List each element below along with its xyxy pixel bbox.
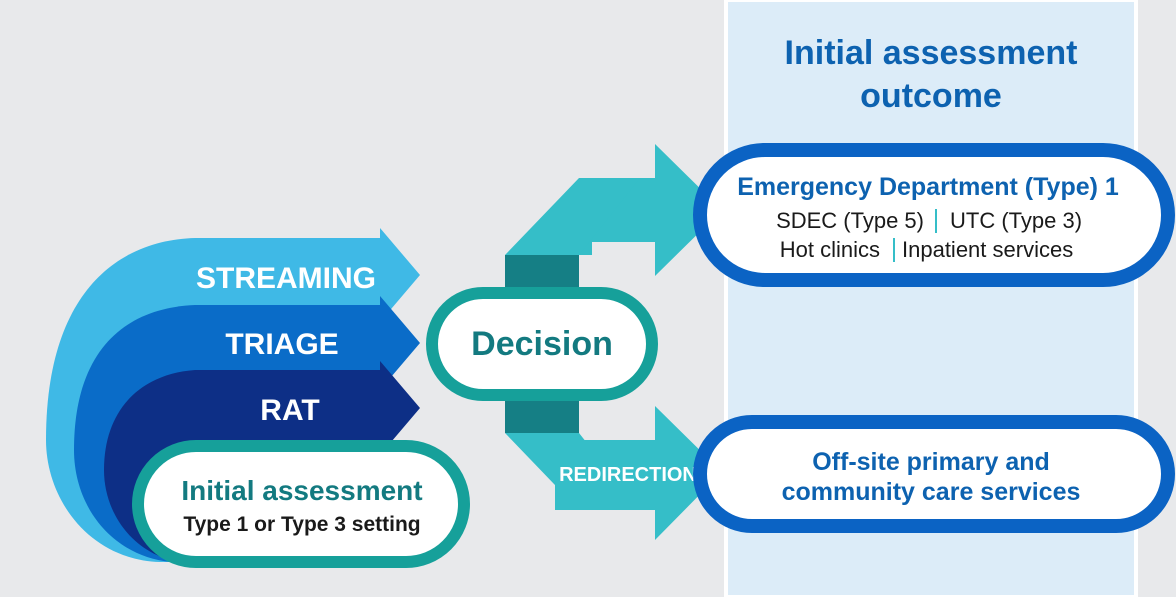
rat-arrow-body: [195, 361, 420, 455]
decision-label: Decision: [471, 325, 613, 363]
triage-label: TRIAGE: [225, 328, 338, 361]
inpatient-services-label: Inpatient services: [902, 237, 1073, 262]
sdec-label: SDEC (Type 5): [776, 208, 924, 233]
outcome-panel-title-line1: Initial assessment: [785, 34, 1078, 72]
hot-clinics-label: Hot clinics: [780, 237, 880, 262]
initial-assessment-pill: [132, 440, 470, 568]
streaming-label: STREAMING: [196, 262, 376, 295]
ed-outcome-pill: [693, 143, 1175, 287]
offsite-outcome-pill: [693, 415, 1175, 533]
offsite-outcome-line2: community care services: [782, 478, 1081, 506]
redirection-label: REDIRECTION: [559, 464, 697, 486]
ed-outcome-title: Emergency Department (Type) 1: [737, 173, 1119, 201]
offsite-outcome-line1: Off-site primary and: [812, 448, 1050, 476]
decision-pill: [426, 287, 658, 401]
utc-label: UTC (Type 3): [950, 208, 1082, 233]
streaming-arrow-body: [195, 228, 420, 322]
initial-assessment-subtitle: Type 1 or Type 3 setting: [183, 513, 420, 536]
redirection-arrow: [555, 406, 722, 540]
triage-arrow-body: [195, 296, 420, 390]
upper-arrow-diagonal: [505, 178, 640, 255]
initial-assessment-title: Initial assessment: [181, 475, 422, 506]
outcome-panel-border: [724, 0, 1138, 597]
outcome-panel-title-line2: outcome: [860, 77, 1002, 115]
rat-label: RAT: [260, 394, 319, 427]
